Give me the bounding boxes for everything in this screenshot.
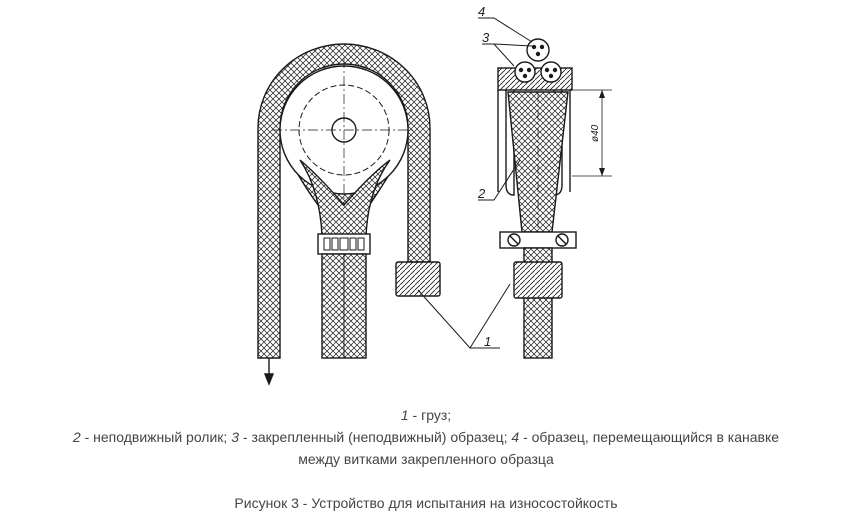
left-view	[257, 43, 441, 386]
fixed-sample-1	[514, 61, 536, 83]
label-dimension: ø40	[590, 124, 601, 142]
label-roller: 2	[477, 186, 486, 201]
label-moving-sample: 4	[478, 4, 485, 19]
legend-line-2: 2 - неподвижный ролик; 3 - закрепленный …	[72, 429, 780, 445]
legend-line-3: между витками закрепленного образца	[298, 451, 554, 467]
fixed-sample-2	[540, 61, 562, 83]
label-weight: 1	[484, 334, 491, 349]
figure-caption: Рисунок 3 - Устройство для испытания на …	[234, 495, 618, 511]
label-fixed-sample: 3	[482, 30, 490, 45]
weight-left	[395, 261, 441, 297]
technical-drawing: 1 2 3 4 ø40	[257, 4, 612, 386]
leaders	[417, 17, 533, 349]
rope-loop	[257, 43, 431, 359]
moving-sample	[526, 38, 550, 62]
weight-right	[513, 261, 563, 299]
right-view	[497, 38, 612, 359]
roller-side	[497, 90, 515, 196]
rope-taper	[299, 159, 391, 237]
legend-line-1: 1 - груз;	[400, 407, 452, 423]
